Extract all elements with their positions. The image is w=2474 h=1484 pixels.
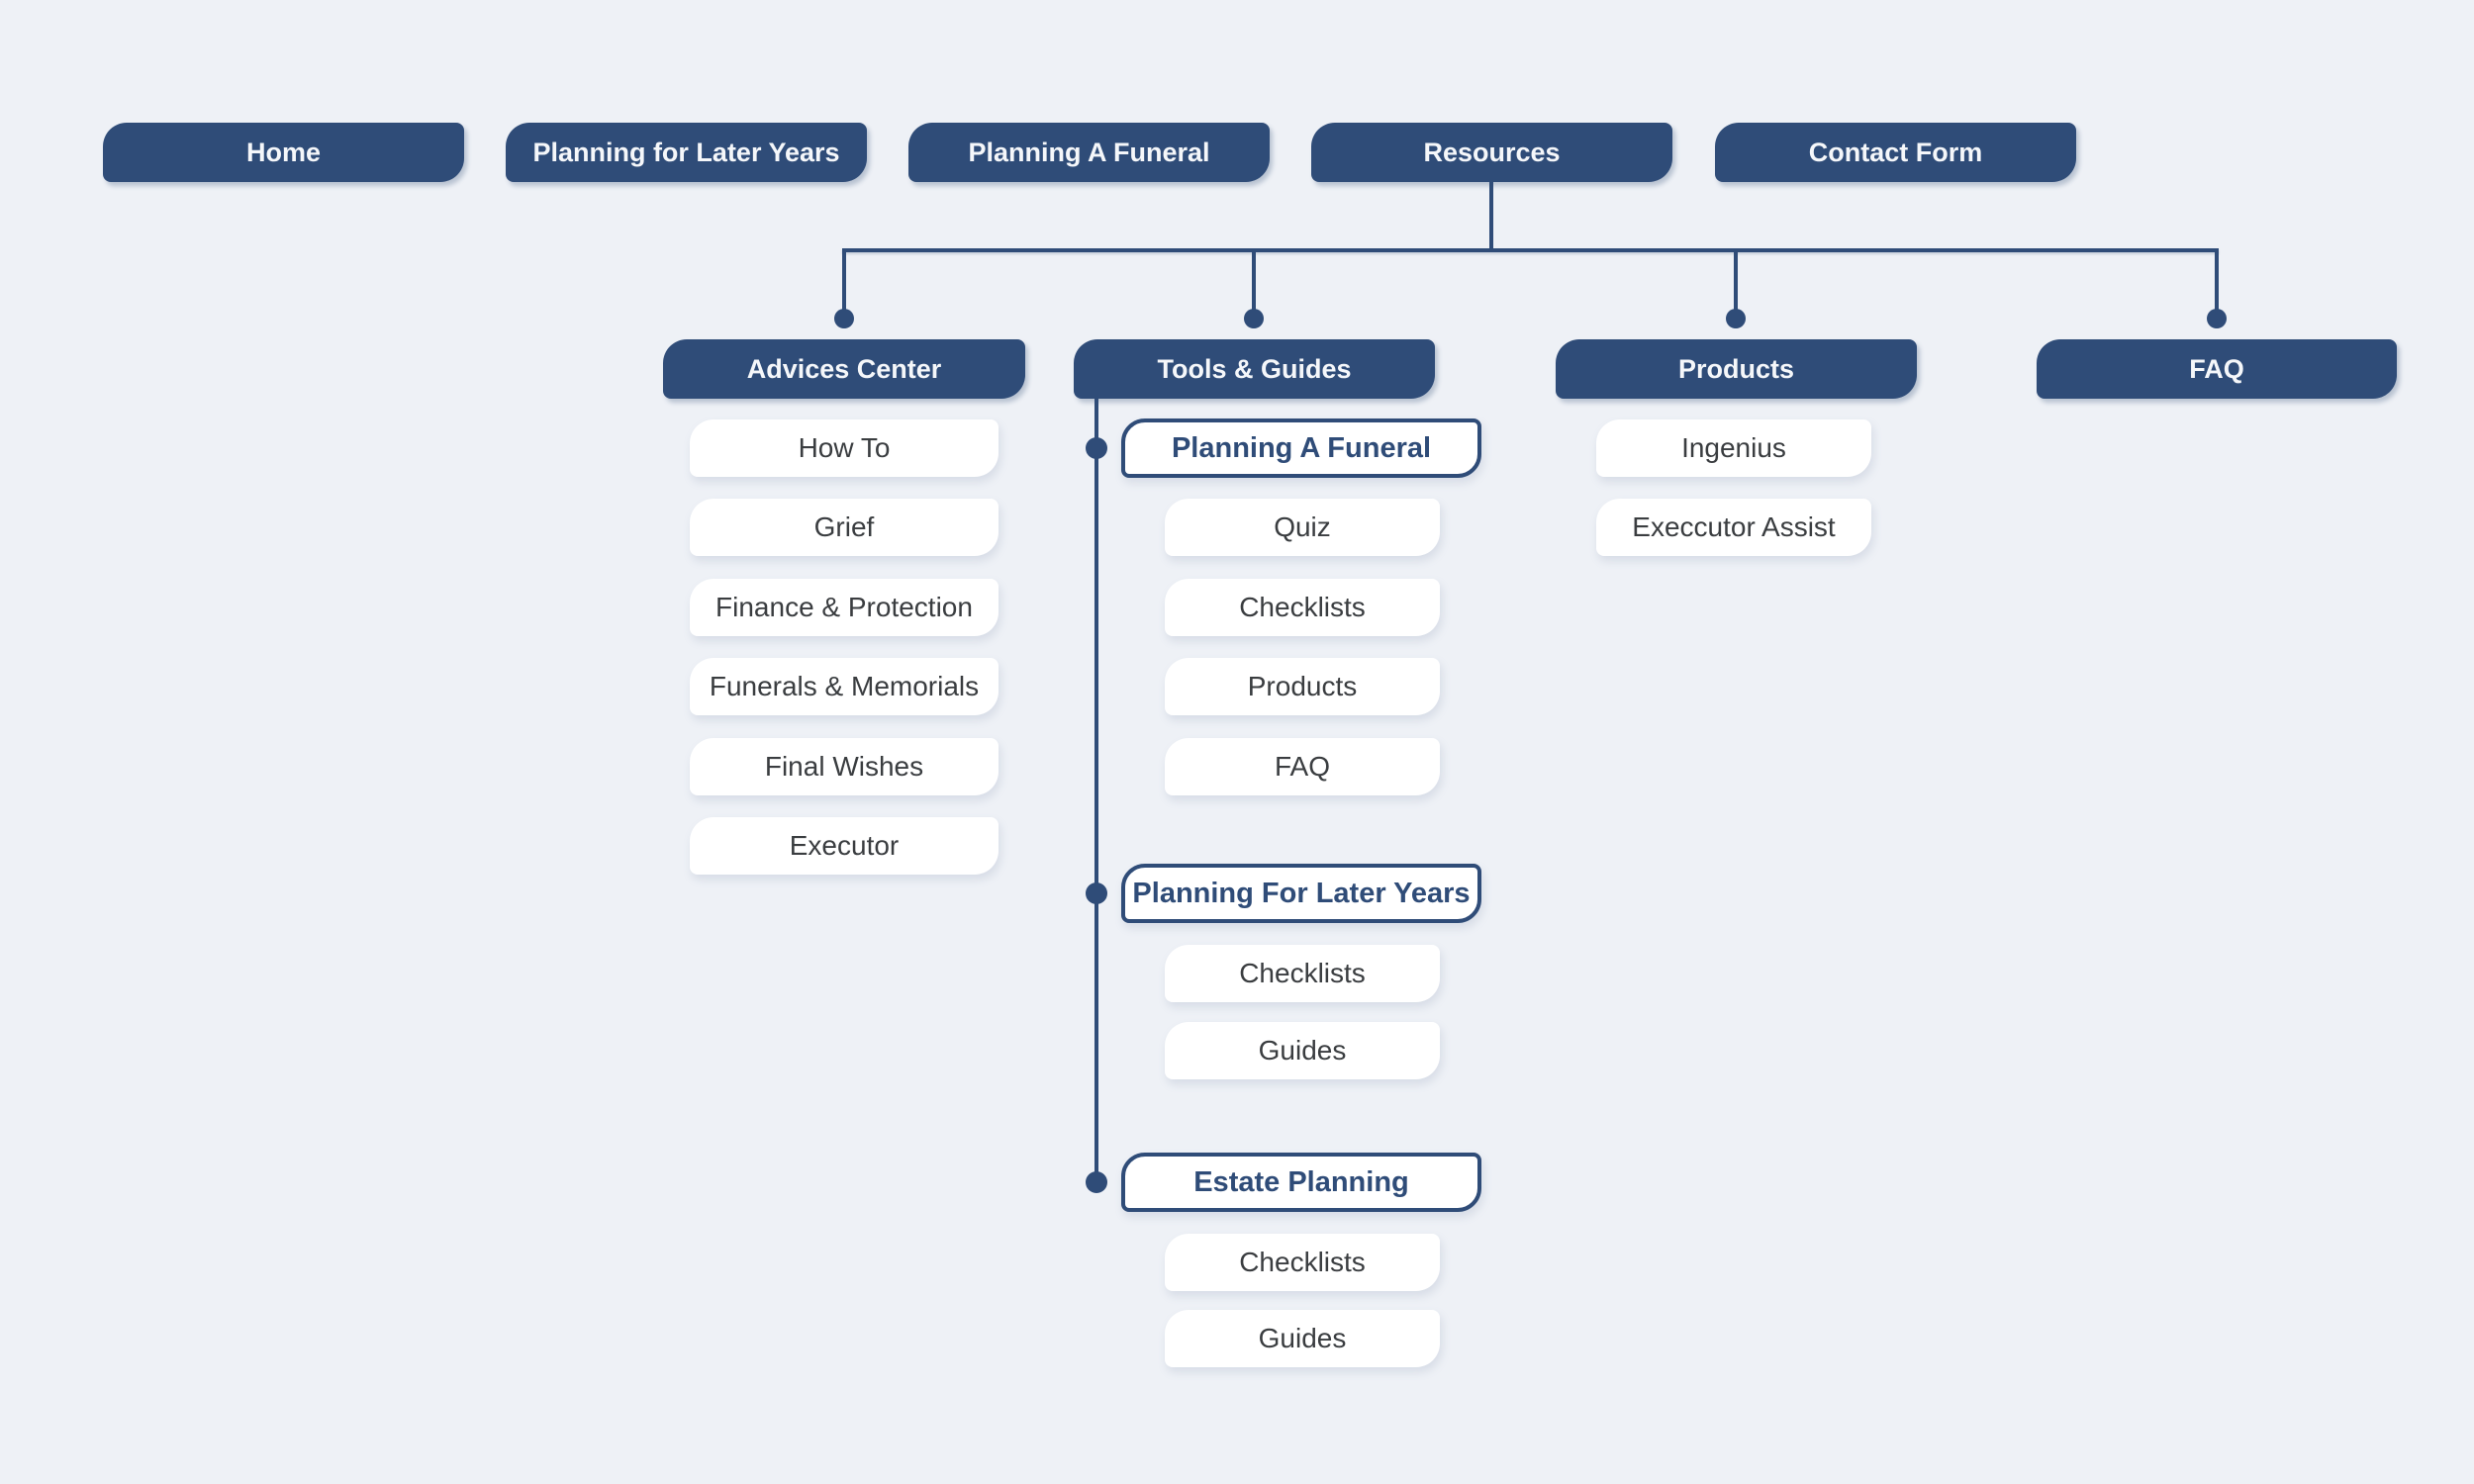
nav-resources[interactable]: Resources	[1311, 123, 1672, 182]
section-advices-center-label: Advices Center	[746, 353, 942, 384]
connector-stub-advices	[842, 250, 846, 319]
connector-dot-faq	[2207, 309, 2227, 328]
tools-group-estate-planning[interactable]: Estate Planning	[1121, 1153, 1481, 1212]
products-item-ingenius-label: Ingenius	[1681, 432, 1786, 463]
advices-item-grief[interactable]: Grief	[690, 499, 999, 556]
tools-item-products-label: Products	[1247, 671, 1358, 701]
section-products-label: Products	[1677, 353, 1795, 384]
nav-home-label: Home	[245, 137, 321, 167]
section-advices-center[interactable]: Advices Center	[663, 339, 1025, 399]
tools-item-checklists-2-label: Checklists	[1239, 958, 1366, 988]
connector-dot-planning-for-later-years	[1086, 882, 1107, 904]
tools-item-checklists-2[interactable]: Checklists	[1165, 945, 1440, 1002]
advices-item-how-to[interactable]: How To	[690, 419, 999, 477]
tools-item-guides-2[interactable]: Guides	[1165, 1310, 1440, 1367]
connector-dot-planning-a-funeral	[1086, 437, 1107, 459]
tools-item-guides-1[interactable]: Guides	[1165, 1022, 1440, 1079]
tools-item-checklists-3-label: Checklists	[1239, 1247, 1366, 1277]
tools-item-products[interactable]: Products	[1165, 658, 1440, 715]
connector-horizontal-bar	[842, 248, 2219, 252]
nav-planning-for-later-years[interactable]: Planning for Later Years	[506, 123, 867, 182]
connector-dot-advices	[834, 309, 854, 328]
advices-item-finance-protection-label: Finance & Protection	[715, 592, 973, 622]
tools-item-faq-label: FAQ	[1274, 751, 1330, 782]
tools-item-quiz[interactable]: Quiz	[1165, 499, 1440, 556]
tools-group-planning-for-later-years-label: Planning For Later Years	[1132, 877, 1471, 909]
tools-group-estate-planning-label: Estate Planning	[1193, 1165, 1409, 1198]
section-faq-label: FAQ	[2189, 353, 2244, 384]
advices-item-how-to-label: How To	[798, 432, 891, 463]
advices-item-funerals-memorials-label: Funerals & Memorials	[709, 671, 980, 701]
section-faq[interactable]: FAQ	[2037, 339, 2397, 399]
tools-group-planning-for-later-years[interactable]: Planning For Later Years	[1121, 864, 1481, 923]
tools-item-quiz-label: Quiz	[1274, 511, 1331, 542]
connector-resources-drop	[1489, 182, 1493, 252]
tools-group-planning-a-funeral-label: Planning A Funeral	[1171, 431, 1432, 464]
advices-item-executor[interactable]: Executor	[690, 817, 999, 875]
nav-planning-for-later-years-label: Planning for Later Years	[532, 137, 840, 167]
nav-resources-label: Resources	[1423, 137, 1561, 167]
section-products[interactable]: Products	[1556, 339, 1917, 399]
connector-dot-products	[1726, 309, 1746, 328]
section-tools-guides-label: Tools & Guides	[1157, 353, 1352, 384]
products-item-execcutor-assist[interactable]: Execcutor Assist	[1596, 499, 1871, 556]
connector-stub-faq	[2215, 250, 2219, 319]
nav-planning-a-funeral-label: Planning A Funeral	[968, 137, 1210, 167]
tools-item-faq[interactable]: FAQ	[1165, 738, 1440, 795]
connector-tools-branch-spine	[1094, 398, 1098, 1184]
advices-item-funerals-memorials[interactable]: Funerals & Memorials	[690, 658, 999, 715]
tools-item-checklists-1[interactable]: Checklists	[1165, 579, 1440, 636]
products-item-ingenius[interactable]: Ingenius	[1596, 419, 1871, 477]
nav-planning-a-funeral[interactable]: Planning A Funeral	[908, 123, 1270, 182]
tools-item-guides-1-label: Guides	[1258, 1035, 1347, 1066]
nav-home[interactable]: Home	[103, 123, 464, 182]
advices-item-grief-label: Grief	[813, 511, 875, 542]
connector-dot-estate-planning	[1086, 1171, 1107, 1193]
tools-item-checklists-3[interactable]: Checklists	[1165, 1234, 1440, 1291]
advices-item-executor-label: Executor	[789, 830, 900, 861]
advices-item-final-wishes[interactable]: Final Wishes	[690, 738, 999, 795]
nav-contact-form[interactable]: Contact Form	[1715, 123, 2076, 182]
advices-item-final-wishes-label: Final Wishes	[764, 751, 924, 782]
tools-item-guides-2-label: Guides	[1258, 1323, 1347, 1353]
tools-group-planning-a-funeral[interactable]: Planning A Funeral	[1121, 418, 1481, 478]
products-item-execcutor-assist-label: Execcutor Assist	[1632, 511, 1836, 542]
connector-stub-tools	[1252, 250, 1256, 319]
connector-stub-products	[1734, 250, 1738, 319]
section-tools-guides[interactable]: Tools & Guides	[1074, 339, 1435, 399]
nav-contact-form-label: Contact Form	[1808, 137, 1983, 167]
connector-dot-tools	[1244, 309, 1264, 328]
tools-item-checklists-1-label: Checklists	[1239, 592, 1366, 622]
advices-item-finance-protection[interactable]: Finance & Protection	[690, 579, 999, 636]
